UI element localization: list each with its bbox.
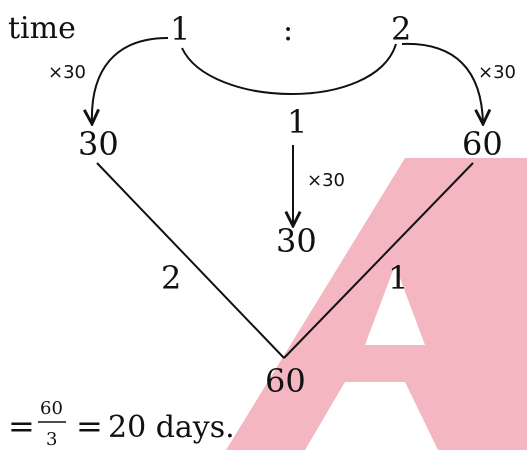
cross-label-left: 2 — [161, 259, 181, 297]
ratio-left: 1 — [170, 10, 190, 48]
fraction-numerator: 60 — [40, 398, 63, 419]
right-scale-arrow — [401, 42, 483, 124]
scaled-left-value: 30 — [78, 125, 119, 163]
ratio-right: 2 — [391, 10, 411, 48]
logo-a-watermark-icon — [226, 158, 527, 450]
sum-value: 1 — [287, 103, 307, 141]
result-equation: = 60 3 = 20 days. — [8, 398, 235, 450]
multiplier-right: ×30 — [478, 62, 516, 83]
bottom-value: 60 — [265, 362, 306, 400]
fraction-denominator: 3 — [46, 429, 57, 450]
cross-line-left — [96, 162, 285, 359]
left-scale-arrow — [92, 37, 169, 124]
equals-sign-2: = — [76, 407, 103, 445]
ratio-separator: : — [283, 13, 293, 48]
center-value: 30 — [276, 222, 317, 260]
multiplier-left: ×30 — [48, 62, 86, 83]
scaled-right-value: 60 — [462, 125, 503, 163]
multiplier-center: ×30 — [307, 170, 345, 191]
top-connector-arc — [181, 43, 397, 95]
equals-sign-1: = — [8, 407, 35, 445]
cross-line-right — [283, 162, 474, 359]
result-value: 20 days. — [108, 410, 235, 445]
row-label-time: time — [8, 11, 76, 46]
cross-label-right: 1 — [388, 259, 408, 297]
